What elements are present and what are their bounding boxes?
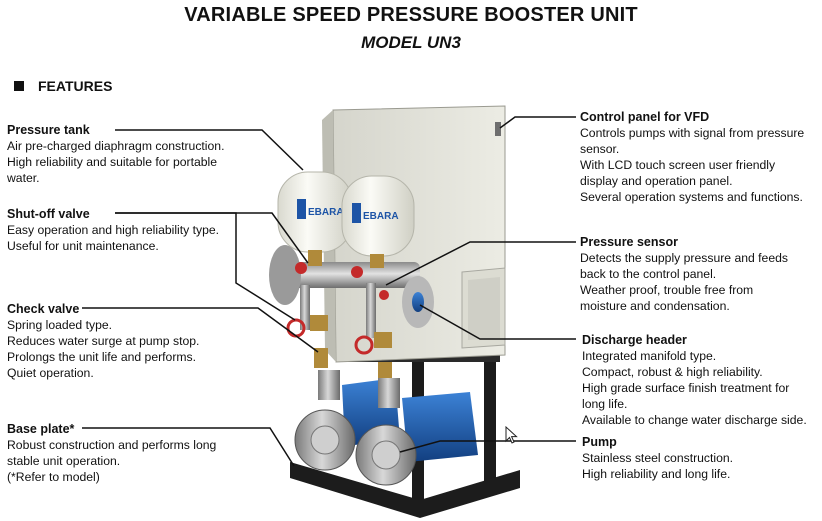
callout-shutoff-valve: Shut-off valve Easy operation and high r… [7, 207, 220, 253]
pressure-tank-right: EBARA [341, 175, 415, 268]
model-subtitle: MODEL UN3 [361, 33, 461, 52]
base-plate [290, 462, 520, 518]
callout-discharge-header: Discharge header Integrated manifold typ… [582, 333, 807, 427]
mouse-cursor-icon [505, 426, 518, 444]
features-label: FEATURES [38, 78, 113, 94]
callout-pressure-tank: Pressure tank Air pre-charged diaphragm … [7, 123, 225, 185]
pump-right [355, 378, 478, 486]
callout-pump: Pump Stainless steel construction. High … [582, 435, 734, 481]
callout-control-panel: Control panel for VFD Controls pumps wit… [580, 110, 805, 204]
leader-lines [82, 116, 576, 467]
callout-check-valve: Check valve Spring loaded type. Reduces … [7, 302, 200, 380]
pressure-tank-left: EBARA [277, 171, 353, 266]
callout-base-plate: Base plate* Robust construction and perf… [7, 422, 217, 484]
square-bullet-icon [14, 81, 24, 91]
frame-post-right [484, 345, 496, 485]
discharge-header [269, 245, 434, 338]
callout-pressure-sensor: Pressure sensor Detects the supply press… [580, 235, 788, 313]
page-title: VARIABLE SPEED PRESSURE BOOSTER UNIT [184, 4, 638, 26]
shutoff-valves [286, 262, 392, 355]
features-heading: FEATURES [14, 78, 112, 94]
check-valves [314, 348, 392, 380]
svg-text:EBARA: EBARA [363, 211, 399, 222]
svg-text:EBARA: EBARA [308, 207, 344, 218]
